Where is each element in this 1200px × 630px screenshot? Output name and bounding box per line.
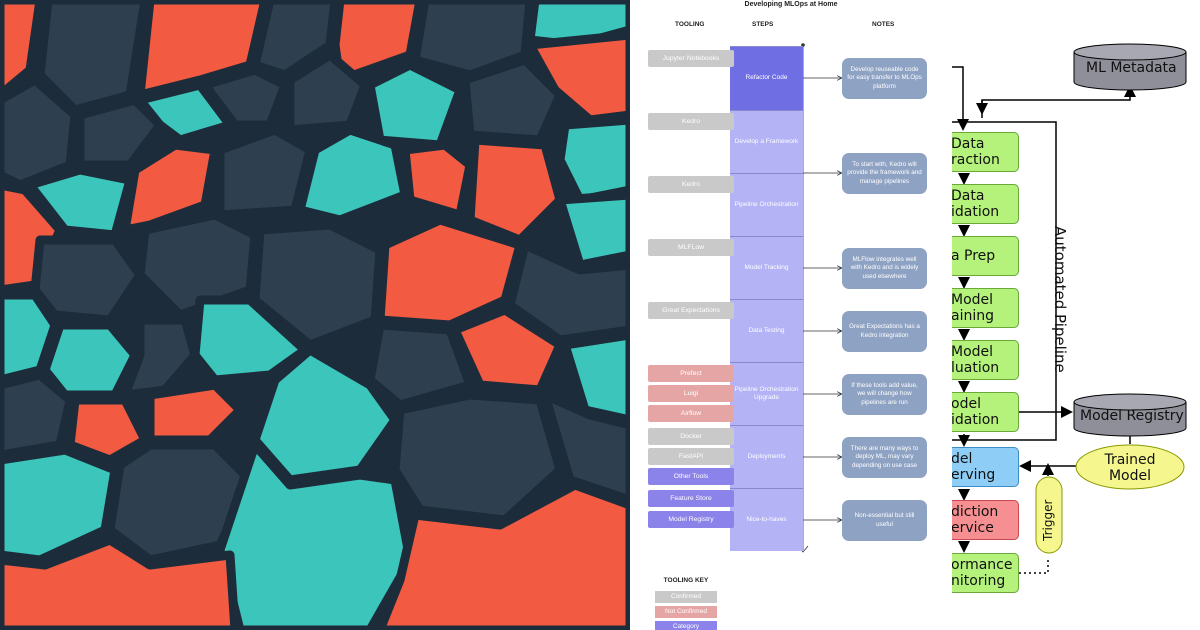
stage-line2: idation [952,204,1000,220]
key-category: Category [655,621,717,630]
stage-line2: aining [952,308,994,324]
stage-line2: raction [952,152,1000,168]
step-develop-framework: Develop a Framework [730,110,803,173]
tool-chip: Kedro [648,113,734,130]
tool-chip: Airflow [648,405,734,422]
prediction-line2: ervice [952,520,994,536]
notes-column-header: NOTES [872,21,895,28]
mlops-roadmap-diagram: Developing MLOps at Home TOOLING STEPS N… [630,0,952,630]
stage-line1: Model [952,292,994,308]
tool-chip: Jupyter Notebooks [648,50,734,67]
note-card: Develop reuseable code for easy transfer… [842,58,927,99]
tool-chip: Kedro [648,176,734,193]
step-label: Model Tracking [744,263,789,271]
note-card: To start with, Kedro will provide the fr… [842,153,927,194]
trained-model-line2: Model [1108,468,1152,484]
tool-chip: Luigi [648,385,734,402]
trained-model-oval [1075,444,1185,490]
note-card: If these tools add value, we will change… [842,374,927,415]
step-label: Data Testing [748,326,785,334]
stage-prediction-service: diction ervice [952,500,1019,540]
step-orchestration-upgrade: Pipeline Orchestration Upgrade [730,362,803,425]
trigger-label: Trigger [1041,499,1055,541]
step-label: Pipeline Orchestration Upgrade [734,385,799,401]
tooling-column-header: TOOLING [675,21,705,28]
tool-chip: Docker [648,428,734,445]
pipeline-connectors [952,43,1187,574]
tool-chip: MLFLow [648,239,734,256]
note-card: MLFlow integrates well with Kedro and is… [842,248,927,289]
stage-performance-monitoring: ormance nitoring [952,553,1019,593]
step-label: Refactor Code [745,74,788,82]
tooling-key-title: TOOLING KEY [663,577,709,584]
tool-chip: Other Tools [648,468,734,485]
note-card: There are many ways to deploy ML, may va… [842,437,927,478]
stage-model-serving: del erving [952,447,1019,487]
step-deployments: Deployments [730,425,803,488]
prediction-line1: diction [952,504,999,520]
stage-data-extraction: Data raction [952,132,1019,172]
note-card: Great Expectations has a Kedro integrati… [842,311,927,352]
stage-line1: Model [952,344,994,360]
step-refactor-code: Refactor Code [730,46,803,110]
model-registry-label: Model Registry [1080,408,1184,424]
step-model-tracking: Model Tracking [730,236,803,299]
trigger-capsule [1035,476,1063,554]
stage-line1: Data [952,188,985,204]
serving-line2: erving [952,467,996,483]
stage-line1: odel [952,396,981,412]
step-label: Pipeline Orchestration [734,200,799,208]
tool-chip: Prefect [648,365,734,382]
stage-line1: Data [952,136,985,152]
stage-model-validation: odel idation [952,392,1019,432]
stage-data-validation: Data idation [952,184,1019,224]
stage-line1: a Prep [952,248,996,264]
step-label: Deployments [747,452,786,460]
trained-model-label: Trained Model [1100,452,1160,484]
tool-chip: Feature Store [648,490,734,507]
model-registry-store [1073,393,1187,437]
tool-chip: Model Registry [648,511,734,528]
serving-line1: del [952,451,973,467]
step-pipeline-orchestration: Pipeline Orchestration [730,173,803,236]
automated-pipeline-diagram: ML Metadata Model Registry Trained Model… [952,0,1200,630]
key-not-confirmed: Not Confirmed [655,606,717,618]
step-label: Develop a Framework [734,137,799,145]
tool-chip: Great Expectations [648,302,734,319]
stage-line2: idation [952,412,1000,428]
diagram-title: Developing MLOps at Home [744,1,838,8]
key-confirmed: Confirmed [655,591,717,603]
automated-pipeline-label: Automated Pipeline [1051,226,1069,373]
step-nice-to-haves: Nice-to-haves [730,488,803,551]
voronoi-artwork [0,0,630,630]
stage-model-training: Model aining [952,288,1019,328]
ml-metadata-store [1073,43,1187,91]
stage-model-evaluation: Model luation [952,340,1019,380]
trained-model-line1: Trained [1104,452,1156,468]
monitoring-line2: nitoring [952,573,1006,589]
step-label: Nice-to-haves [746,515,787,523]
steps-column-header: STEPS [752,21,774,28]
note-card: Non-essential but still useful [842,500,927,541]
step-data-testing: Data Testing [730,299,803,362]
monitoring-line1: ormance [952,557,1013,573]
ml-metadata-label: ML Metadata [1086,60,1177,76]
tool-chip: FastAPI [648,448,734,465]
stage-data-prep: a Prep [952,236,1019,276]
stage-line2: luation [952,360,1000,376]
